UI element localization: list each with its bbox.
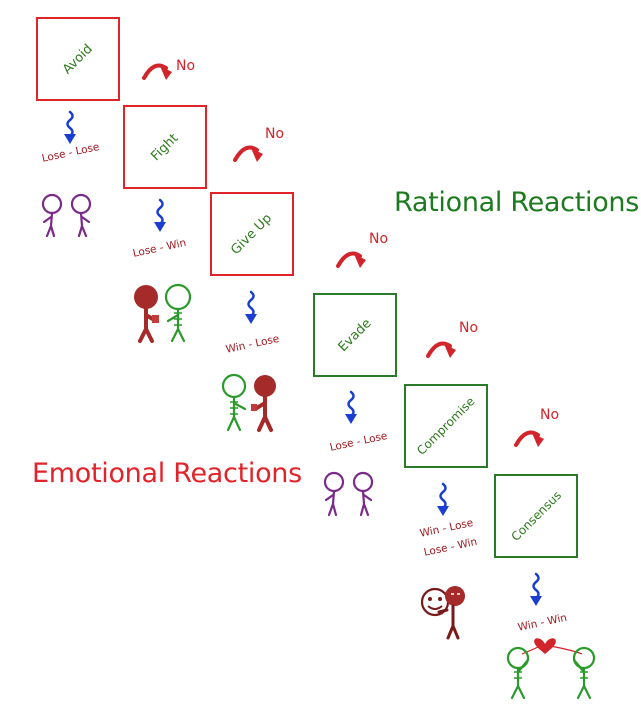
outcome-label-compromise-1: Win - Lose bbox=[418, 516, 475, 540]
step-label-give-up: Give Up bbox=[228, 210, 276, 258]
fight-figures bbox=[134, 283, 192, 343]
give-up-figures bbox=[221, 373, 276, 432]
step-box-avoid: Avoid bbox=[36, 17, 120, 101]
heart-icon bbox=[534, 638, 556, 654]
no-label-5: No bbox=[540, 407, 560, 423]
curved-arrow-icon bbox=[426, 341, 456, 358]
rational-reactions-heading: Rational Reactions bbox=[394, 187, 639, 218]
wavy-down-arrow-icon bbox=[64, 110, 76, 144]
wavy-down-arrow-icon bbox=[154, 198, 166, 232]
step-box-compromise: Compromise bbox=[404, 384, 488, 468]
emotional-reactions-heading: Emotional Reactions bbox=[32, 458, 302, 489]
no-label-3: No bbox=[369, 231, 389, 247]
no-label-2: No bbox=[265, 126, 285, 142]
step-label-consensus: Consensus bbox=[508, 488, 564, 544]
wavy-down-arrow-icon bbox=[437, 482, 449, 516]
curved-arrow-icon bbox=[336, 251, 366, 268]
no-label-4: No bbox=[459, 320, 479, 336]
evade-figures bbox=[323, 471, 374, 517]
step-box-consensus: Consensus bbox=[494, 474, 578, 558]
curved-arrow-icon bbox=[142, 63, 172, 80]
compromise-figure bbox=[420, 586, 465, 640]
wavy-down-arrow-icon bbox=[345, 390, 357, 424]
step-label-fight: Fight bbox=[148, 130, 182, 164]
step-label-compromise: Compromise bbox=[414, 394, 478, 458]
outcome-label-fight: Lose - Win bbox=[131, 236, 188, 260]
step-label-evade: Evade bbox=[335, 315, 375, 355]
step-label-avoid: Avoid bbox=[60, 41, 96, 77]
avoid-figures bbox=[41, 193, 92, 238]
curved-arrow-icon bbox=[514, 430, 544, 447]
outcome-label-evade: Lose - Lose bbox=[328, 429, 389, 454]
step-box-fight: Fight bbox=[123, 105, 207, 189]
outcome-label-compromise-2: Lose - Win bbox=[422, 535, 479, 559]
outcome-label-give-up: Win - Lose bbox=[224, 332, 281, 356]
outcome-label-consensus: Win - Win bbox=[516, 611, 569, 634]
step-box-give-up: Give Up bbox=[210, 192, 294, 276]
step-box-evade: Evade bbox=[313, 293, 397, 377]
consensus-figures bbox=[506, 638, 596, 700]
curved-arrow-icon bbox=[233, 145, 263, 162]
wavy-down-arrow-icon bbox=[245, 290, 257, 324]
wavy-down-arrow-icon bbox=[530, 572, 542, 606]
no-label-1: No bbox=[176, 58, 196, 74]
